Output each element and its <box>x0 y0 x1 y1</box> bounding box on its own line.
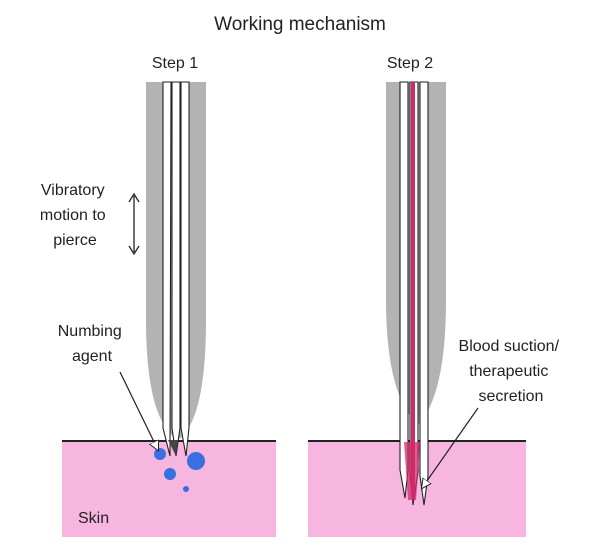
numbing-pointer-arrow <box>119 371 158 450</box>
step-1-label: Step 1 <box>152 55 198 72</box>
step-2-panel: Blood suction/ therapeutic secretion <box>308 81 564 537</box>
diagram-title: Working mechanism <box>214 14 386 35</box>
skin-label: Skin <box>78 510 109 527</box>
microneedle-array-1 <box>162 81 190 457</box>
numbing-label: Numbing agent <box>58 323 126 365</box>
microneedle-array-2 <box>399 81 429 506</box>
blood-line-2: therapeutic <box>469 363 548 380</box>
vibratory-line-2: motion to <box>40 207 106 224</box>
skin-block-1 <box>62 441 276 537</box>
blood-label: Blood suction/ therapeutic secretion <box>459 338 564 405</box>
blood-channel <box>411 82 415 503</box>
vibratory-line-3: pierce <box>53 232 97 249</box>
numbing-line-2: agent <box>72 348 113 365</box>
blood-line-3: secretion <box>479 388 544 405</box>
step-2-label: Step 2 <box>387 55 433 72</box>
vibratory-motion-arrow <box>128 192 140 256</box>
blood-pointer-arrow <box>422 407 479 488</box>
blood-line-1: Blood suction/ <box>459 338 560 355</box>
step-1-panel: Vibratory motion to pierce Numbing agent… <box>40 81 276 537</box>
numbing-line-1: Numbing <box>58 323 122 340</box>
vibratory-label: Vibratory motion to pierce <box>40 182 110 249</box>
vibratory-line-1: Vibratory <box>41 182 105 199</box>
